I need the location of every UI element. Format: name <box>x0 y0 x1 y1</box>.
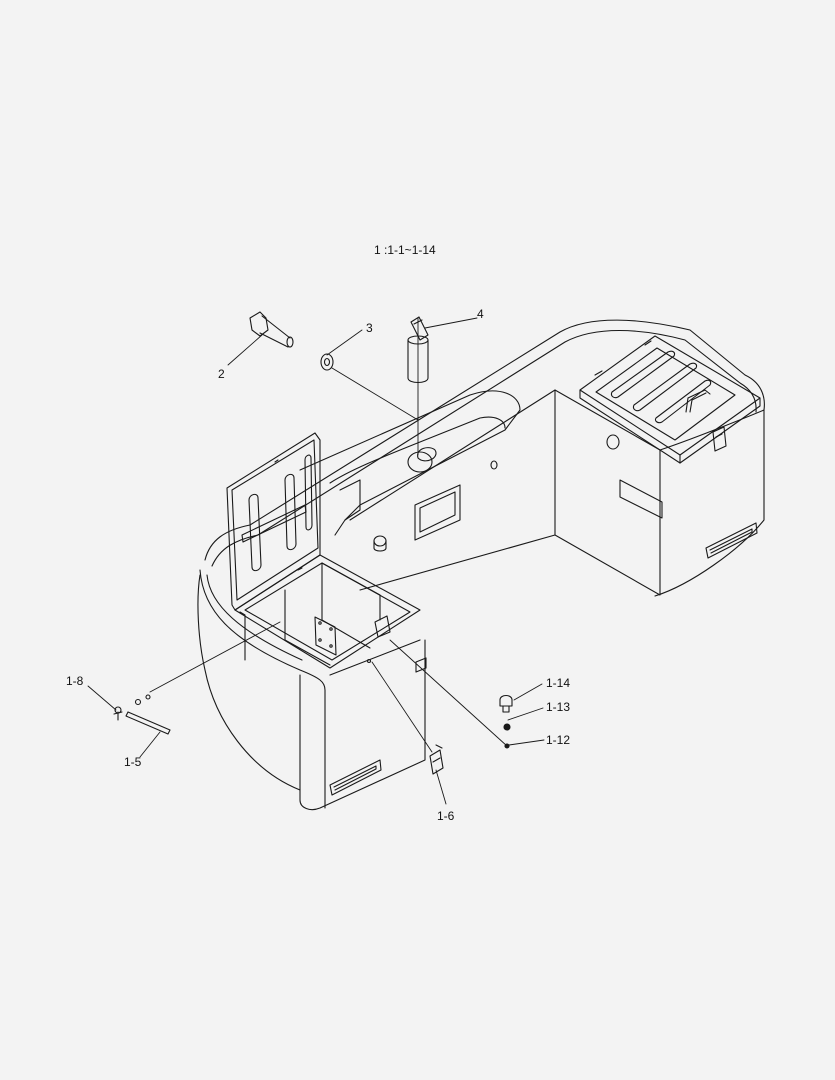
callout-3: 3 <box>366 321 373 335</box>
callout-2: 2 <box>218 367 225 381</box>
callout-1-6: 1-6 <box>437 809 455 823</box>
left-lid <box>226 432 321 611</box>
callout-1-13: 1-13 <box>546 700 571 714</box>
washer-part-3 <box>320 353 334 371</box>
callout-1-8: 1-8 <box>66 674 84 688</box>
bolt-part-2 <box>249 311 294 348</box>
nut-part-1-13 <box>503 723 511 731</box>
rod-part-1-5 <box>113 694 171 735</box>
leader-lines <box>87 317 545 805</box>
callout-1-12: 1-12 <box>546 733 571 747</box>
callout-1-14: 1-14 <box>546 676 571 690</box>
latch-part-1-6 <box>429 744 444 775</box>
knob-part-1-14 <box>499 694 513 713</box>
right-lid <box>579 335 761 464</box>
left-compartment <box>234 554 421 669</box>
callout-4: 4 <box>477 307 484 321</box>
callout-1-5: 1-5 <box>124 755 142 769</box>
counterweight-body <box>197 319 765 811</box>
diagram-heading: 1 :1-1~1-14 <box>374 243 436 257</box>
